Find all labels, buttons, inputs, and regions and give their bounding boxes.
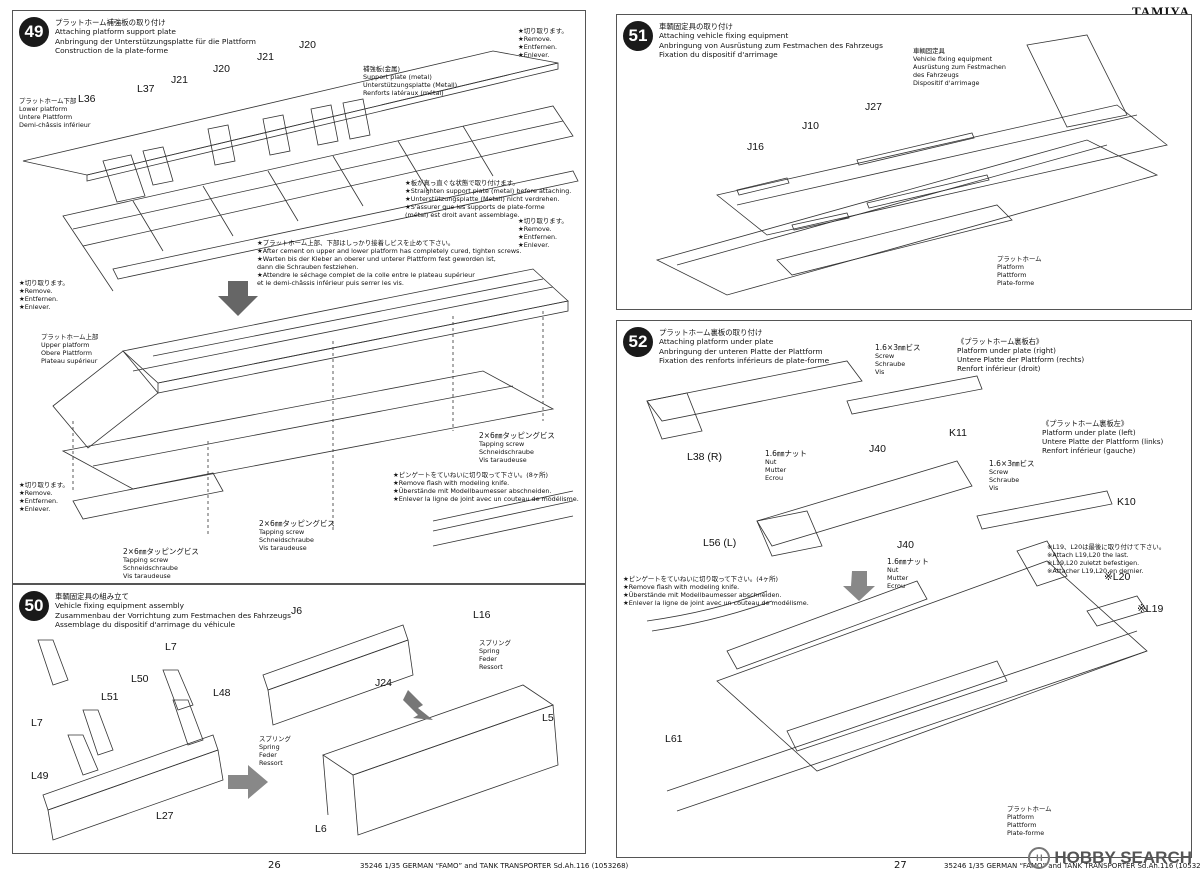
screw-label: 1.6×3㎜ビス Screw Schraube Vis [875,343,921,377]
part-label: J27 [865,101,882,113]
spring-label: スプリング Spring Feder Ressort [479,639,511,671]
part-label: J40 [869,443,886,455]
step-number: 51 [623,21,653,51]
part-label: L61 [665,733,683,745]
step-number: 50 [19,591,49,621]
part-label: J40 [897,539,914,551]
step-titles: 車輌固定具の組み立て Vehicle fixing equipment asse… [55,592,291,629]
part-label: J20 [299,39,316,51]
spring-label: スプリング Spring Feder Ressort [259,735,291,767]
part-label: J24 [375,677,392,689]
watermark-icon: H [1028,847,1051,869]
step-52-header: 52 プラットホーム裏板の取り付け Attaching platform und… [623,327,829,365]
cement-note: ★プラットホーム上部、下部はしっかり接着しビスを止めて下さい。 ★After c… [257,239,522,287]
step-49-panel: 49 プラットホーム補強板の取り付け Attaching platform su… [12,10,586,584]
page-number: 26 [268,860,281,871]
part-label: L5 [542,712,554,724]
vehicle-fixing-equipment-label: 車輌固定具 Vehicle fixing equipment Ausrüstun… [913,47,1006,87]
step-52-panel: 52 プラットホーム裏板の取り付け Attaching platform und… [616,320,1192,858]
part-label: L6 [315,823,327,835]
remove-note: ★切り取ります。 ★Remove. ★Entfernen. ★Enlever. [19,279,69,311]
step-50-diagram [37,624,559,841]
under-plate-right-label: 《プラットホーム裏板右》 Platform under plate (right… [957,337,1085,373]
page-number: 27 [894,860,907,871]
part-label: J20 [213,63,230,75]
nut-label: 1.6㎜ナット Nut Mutter Ecrou [765,449,807,483]
step-titles: 車輌固定具の取り付け Attaching vehicle fixing equi… [659,22,883,59]
part-label: ※L19 [1137,603,1164,615]
part-label: L50 [131,673,149,685]
screw-label: 1.6×3㎜ビス Screw Schraube Vis [989,459,1035,493]
part-label: K10 [1117,496,1136,508]
remove-note: ★切り取ります。 ★Remove. ★Entfernen. ★Enlever. [19,481,69,513]
support-plate-label: 補強板(金属) Support plate (metal) Unterstütz… [363,65,458,97]
step-titles: プラットホーム裏板の取り付け Attaching platform under … [659,328,830,365]
step-titles: プラットホーム補強板の取り付け Attaching platform suppo… [55,18,256,55]
under-plate-left-label: 《プラットホーム裏板左》 Platform under plate (left)… [1042,419,1164,455]
step-number: 52 [623,327,653,357]
part-label: L16 [473,609,491,621]
platform-label: プラットホーム Platform Plattform Plate-forme [997,255,1042,287]
part-label: L51 [101,691,119,703]
part-label: J10 [802,120,819,132]
watermark: H HOBBY SEARCH [1028,847,1192,869]
upper-platform-label: プラットホーム上部 Upper platform Obere Plattform… [41,333,99,365]
step-52-diagram [646,360,1148,812]
left-page: 49 プラットホーム補強板の取り付け Attaching platform su… [0,0,628,875]
remove-note: ★切り取ります。 ★Remove. ★Entfernen. ★Enlever. [518,217,568,249]
lower-platform-label: プラットホーム下部 Lower platform Untere Plattfor… [19,97,91,129]
step-51-diagram [655,34,1168,296]
part-label: L27 [156,810,174,822]
part-label: J16 [747,141,764,153]
tapping-screw-label: 2×6㎜タッピングビス Tapping screw Schneidschraub… [123,547,199,581]
flash-note: ★ピンゲートをていねいに切り取って下さい。(4ヶ所) ★Remove flash… [623,575,809,607]
step-number: 49 [19,17,49,47]
part-label: L36 [78,93,96,105]
remove-note: ★切り取ります。 ★Remove. ★Entfernen. ★Enlever. [518,27,568,59]
straighten-note: ★板が真っ直ぐな状態で取り付けます。 ★Straighten support p… [405,179,572,219]
step-50-header: 50 車輌固定具の組み立て Vehicle fixing equipment a… [19,591,291,629]
step-51-header: 51 車輌固定具の取り付け Attaching vehicle fixing e… [623,21,883,59]
step-50-panel: 50 車輌固定具の組み立て Vehicle fixing equipment a… [12,584,586,854]
page-footer: 35246 1/35 GERMAN “FAMO” and TANK TRANSP… [360,862,629,870]
part-label: L56 (L) [703,537,737,549]
part-label: J21 [171,74,188,86]
step-49-header: 49 プラットホーム補強板の取り付け Attaching platform su… [19,17,256,55]
right-page: TAMIYA 51 車輌固定具の取り付け Attaching vehicle f… [604,0,1200,875]
attach-last-note: ※L19、L20は最後に取り付けて下さい。 ※Attach L19,L20 th… [1047,543,1166,575]
page-footer: 35246 1/35 GERMAN “FAMO” and TANK TRANSP… [944,862,1200,870]
part-label: J21 [257,51,274,63]
part-label: L48 [213,687,231,699]
part-label: L7 [31,717,43,729]
part-label: L7 [165,641,177,653]
part-label: L37 [137,83,155,95]
step-51-panel: 51 車輌固定具の取り付け Attaching vehicle fixing e… [616,14,1192,310]
tapping-screw-label: 2×6㎜タッピングビス Tapping screw Schneidschraub… [479,431,555,465]
part-label: L38 (R) [687,451,723,463]
part-label: K11 [949,427,967,439]
part-label: ※L20 [1104,571,1131,583]
part-label: L49 [31,770,49,782]
tapping-screw-label: 2×6㎜タッピングビス Tapping screw Schneidschraub… [259,519,335,553]
part-label: J6 [291,605,303,617]
platform-label: プラットホーム Platform Plattform Plate-forme [1007,805,1052,837]
nut-label: 1.6㎜ナット Nut Mutter Ecrou [887,557,929,591]
step-49-diagram [22,50,579,547]
flash-note: ★ピンゲートをていねいに切り取って下さい。(8ヶ所) ★Remove flash… [393,471,579,503]
